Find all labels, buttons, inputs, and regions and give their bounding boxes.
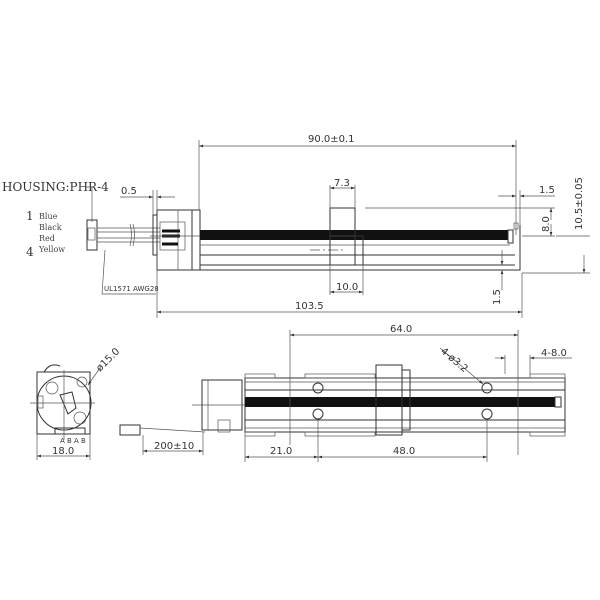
dim-flange-text: 0.5 — [121, 186, 137, 197]
wire-red-label: Red — [39, 234, 55, 243]
mount-hole — [481, 382, 493, 394]
dim-width-text: 18.0 — [52, 446, 74, 457]
flange-plate — [152, 214, 158, 256]
end-pin-labels: A B A B — [60, 437, 86, 445]
dim-total-length-text: 103.5 — [295, 301, 324, 312]
side-view: 64.0 4-ø3.2 4-8.0 200±10 21.0 — [119, 324, 572, 462]
dimension-10-5: 10.5±0.05 — [522, 177, 590, 274]
side-lead-screw — [245, 397, 555, 407]
dim-screw-height-text: 8.0 — [541, 216, 552, 232]
dim-offset-text: 21.0 — [270, 446, 292, 457]
dim-cable-length-text: 200±10 — [154, 441, 194, 452]
wire-blue-label: Blue — [39, 212, 58, 221]
dimension-64: 64.0 — [289, 324, 519, 455]
wire-bundle — [97, 223, 160, 247]
wire-black-label: Black — [39, 223, 62, 232]
dimension-slots: 4-8.0 — [495, 348, 572, 374]
dim-base-thickness-text: 1.5 — [492, 289, 503, 305]
housing-leader — [85, 186, 93, 222]
housing-label: HOUSING:PHR-4 — [2, 180, 109, 194]
connector-housing — [86, 219, 98, 251]
cable-label: UL1571 AWG28 — [104, 285, 159, 293]
dim-diameter-text: ø15.0 — [94, 346, 122, 374]
shaft-flat — [59, 391, 77, 415]
dimension-48: 48.0 — [318, 420, 488, 462]
dimension-0-5: 0.5 — [120, 186, 175, 215]
top-view: 0.5 90.0±0.1 7.3 10.0 1.5 — [2, 134, 590, 318]
rail-frame — [191, 210, 521, 271]
dim-total-height-text: 10.5±0.05 — [574, 177, 585, 230]
dim-hole-span-text: 64.0 — [390, 324, 412, 335]
screw-end-bearing — [507, 229, 514, 244]
dim-carriage-bottom-text: 10.0 — [336, 282, 358, 293]
mount-hole — [312, 408, 324, 420]
dimension-10-0: 10.0 — [329, 265, 364, 295]
dimension-90: 90.0±0.1 — [198, 134, 517, 235]
dim-hole-pitch-text: 48.0 — [393, 446, 415, 457]
lead-screw — [200, 230, 508, 240]
dimension-7-3: 7.3 — [329, 178, 356, 208]
wire-yellow-label: Yellow — [38, 245, 65, 254]
dim-end-gap-text: 1.5 — [539, 185, 555, 196]
pin-1-label: 1 — [26, 209, 34, 223]
motor-body — [156, 209, 201, 271]
dimension-21: 21.0 — [244, 420, 319, 462]
cable — [139, 427, 206, 433]
dim-holes-text: 4-ø3.2 — [438, 346, 470, 375]
carriage-nut — [354, 235, 364, 266]
mount-hole — [312, 382, 324, 394]
cable-leader — [101, 249, 156, 295]
cable-connector — [119, 424, 141, 436]
dimension-8-0: 8.0 — [365, 207, 555, 237]
dimension-1-5-base: 1.5 — [492, 250, 504, 305]
dim-carriage-top-text: 7.3 — [334, 178, 350, 189]
dim-stroke-text: 90.0±0.1 — [308, 134, 355, 145]
connector-inner — [87, 227, 96, 241]
dim-slots-text: 4-8.0 — [541, 348, 567, 359]
dimension-200: 200±10 — [142, 432, 204, 455]
dimension-103-5: 103.5 — [156, 255, 523, 318]
pin-4-label: 4 — [26, 245, 34, 259]
mount-hole — [481, 408, 493, 420]
dimension-1-5-end: 1.5 — [498, 185, 555, 225]
end-view: A B A B ø15.0 18.0 — [30, 346, 122, 460]
motor-terminals — [162, 229, 180, 246]
